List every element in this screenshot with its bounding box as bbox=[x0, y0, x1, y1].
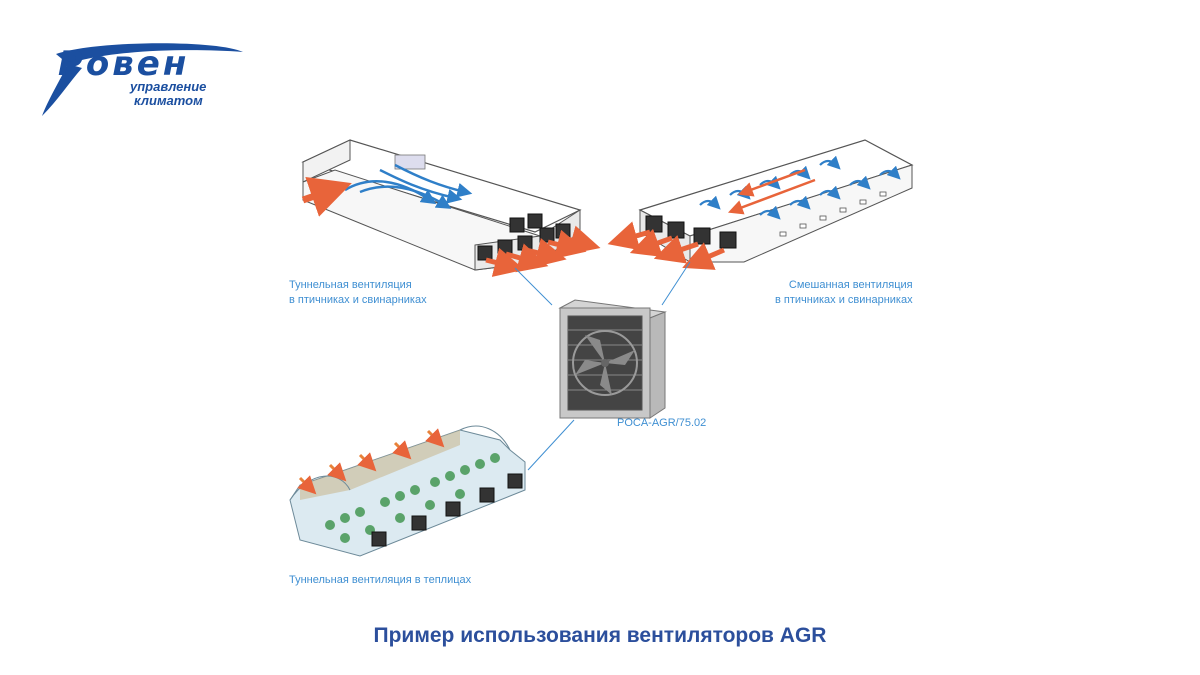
mixed-label-line-2: в птичниках и свинарниках bbox=[775, 294, 913, 306]
page-caption: Пример использования вентиляторов AGR bbox=[373, 624, 827, 647]
fan-model-label: POCA-AGR/75.02 bbox=[617, 417, 707, 429]
greenhouse-illustration bbox=[289, 425, 526, 557]
tunnel-label-line-2: в птичниках и свинарниках bbox=[289, 294, 427, 306]
logo-tagline-1: управление bbox=[130, 79, 207, 94]
mixed-barn-illustration bbox=[607, 139, 914, 270]
tunnel-label-line-1: Туннельная вентиляция bbox=[289, 279, 412, 291]
mixed-label-line-1: Смешанная вентиляция bbox=[788, 279, 913, 291]
tunnel-barn-illustration bbox=[301, 139, 601, 277]
mixed-ventilation-label: Смешанная вентиляция в птичниках и свина… bbox=[775, 278, 913, 308]
connector-lines bbox=[514, 261, 691, 471]
greenhouse-ventilation-label: Туннельная вентиляция в теплицах bbox=[289, 574, 472, 586]
agr-fan-illustration bbox=[558, 299, 667, 419]
logo-tagline-2: климатом bbox=[134, 93, 203, 108]
logo-swoosh bbox=[42, 43, 243, 116]
tunnel-ventilation-label: Туннельная вентиляция в птичниках и свин… bbox=[289, 278, 427, 308]
logo-brand-text: Ровен bbox=[58, 44, 190, 84]
roven-logo: Ровен управление климатом bbox=[38, 40, 248, 120]
